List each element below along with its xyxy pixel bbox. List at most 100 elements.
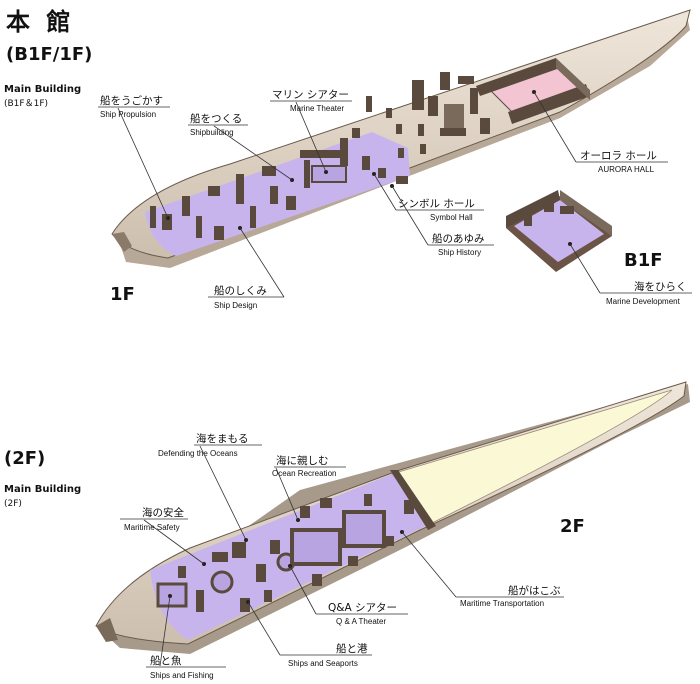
leader-line <box>289 565 317 615</box>
label-jp: 海の安全 <box>142 506 184 519</box>
floor-label-2f: 2F <box>560 516 585 537</box>
leader-line <box>117 107 169 219</box>
label-jp: 船がはこぶ <box>508 584 561 597</box>
label-jp: 船のしくみ <box>214 284 267 297</box>
leader-line <box>569 243 601 294</box>
label-en: Defending the Oceans <box>158 449 238 458</box>
wall-block <box>418 124 424 136</box>
wall-block <box>384 536 394 546</box>
wall-blocks-1f <box>150 72 490 240</box>
wall-block <box>364 494 372 506</box>
label-jp: 船と港 <box>336 642 368 655</box>
wall-block <box>300 506 310 518</box>
wall-block <box>236 174 244 204</box>
label-en: Ships and Seaports <box>288 659 358 668</box>
label-jp: 海をひらく <box>634 280 687 293</box>
label-en: Maritime Safety <box>124 523 180 532</box>
wall-block <box>196 216 202 238</box>
label-en: Ship Propulsion <box>100 110 156 119</box>
open-deck-2f <box>391 389 673 525</box>
label-symbol-hall: シンボル ホール Symbol Hall <box>373 173 484 222</box>
label-maritime-transportation: 船がはこぶ Maritime Transportation <box>401 531 564 608</box>
wall-block <box>396 124 402 134</box>
wall-block <box>386 108 392 118</box>
aurora-wall-top <box>476 58 560 96</box>
b1f-block <box>506 190 612 272</box>
b1f-floor <box>514 200 604 262</box>
label-ship-history: 船のあゆみ Ship History <box>391 185 494 257</box>
label-marine-theater: マリン シアター Marine Theater <box>270 89 352 173</box>
wall-block <box>440 72 450 90</box>
wall-blocks-2f <box>156 494 414 612</box>
wall-block <box>312 574 322 586</box>
label-jp: 船と魚 <box>150 654 182 667</box>
leader-line <box>401 531 457 598</box>
leader-line <box>239 227 285 298</box>
label-en: Ship Design <box>214 301 257 310</box>
label-jp: マリン シアター <box>272 89 349 101</box>
label-jp: 船をうごかす <box>100 94 163 107</box>
label-marine-development: 海をひらく Marine Development <box>569 243 692 306</box>
leader-line <box>373 173 397 211</box>
floor-label-b1f: B1F <box>624 250 663 271</box>
wall-block <box>396 176 408 184</box>
leader-line <box>247 601 281 656</box>
label-en: Shipbuilding <box>190 128 234 137</box>
wall-block <box>404 500 414 514</box>
label-ships-seaports: 船と港 Ships and Seaports <box>247 601 372 668</box>
wall-block <box>378 168 386 178</box>
wall-block <box>286 196 296 210</box>
label-jp: 海をまもる <box>196 432 249 445</box>
leader-line <box>295 101 327 173</box>
wall-block <box>440 128 466 136</box>
wall-block <box>412 80 424 110</box>
wall-block <box>212 552 228 562</box>
wall-block <box>366 96 372 112</box>
label-jp: シンボル ホール <box>398 198 475 210</box>
wall-block <box>420 144 426 154</box>
wall-block <box>480 118 490 134</box>
wall-block <box>320 498 332 508</box>
wall-block <box>162 214 172 230</box>
wall-block <box>240 598 250 612</box>
wall-block <box>470 88 478 114</box>
label-en: AURORA HALL <box>598 165 655 174</box>
wall-block <box>196 590 204 612</box>
b1f-inner-wall <box>544 200 554 212</box>
ship-1f <box>111 9 691 268</box>
wall-block <box>270 186 278 204</box>
label-maritime-safety: 海の安全 Maritime Safety <box>120 506 205 565</box>
wall-block <box>264 590 272 602</box>
b1f-inner-wall <box>524 208 532 226</box>
qa-theater-block <box>290 528 342 566</box>
label-aurora-hall: オーロラ ホール AURORA HALL <box>533 91 668 174</box>
b1f-inner-wall <box>560 206 574 214</box>
label-en: Marine Theater <box>290 104 344 113</box>
label-en: Ship History <box>438 248 481 257</box>
label-jp: 海に親しむ <box>276 454 329 467</box>
label-jp: 船のあゆみ <box>432 232 485 245</box>
label-en: Ships and Fishing <box>150 671 214 680</box>
leader-line <box>533 91 577 163</box>
leader-line <box>143 519 205 565</box>
marine-theater-block <box>311 165 347 183</box>
wall-block <box>208 186 220 196</box>
wall-block <box>428 96 438 116</box>
leader-line <box>213 125 293 181</box>
round-exhibit <box>210 570 234 594</box>
label-qa-theater: Q&A シアター Q & A Theater <box>289 565 408 626</box>
wall-block <box>150 206 156 228</box>
wall-block <box>398 148 404 158</box>
leader-line <box>199 445 247 541</box>
bow-detail-1f <box>112 232 132 252</box>
leader-line <box>391 185 429 246</box>
wall-block <box>352 128 360 138</box>
wall-block <box>156 582 188 608</box>
label-shipbuilding: 船をつくる Shipbuilding <box>188 112 293 181</box>
label-en: Ocean Recreation <box>272 469 336 478</box>
wall-block <box>444 104 464 132</box>
floor-label-1f: 1F <box>110 284 135 305</box>
lower-building-label: Main Building <box>4 484 81 495</box>
ocean-recreation-block <box>342 510 386 548</box>
